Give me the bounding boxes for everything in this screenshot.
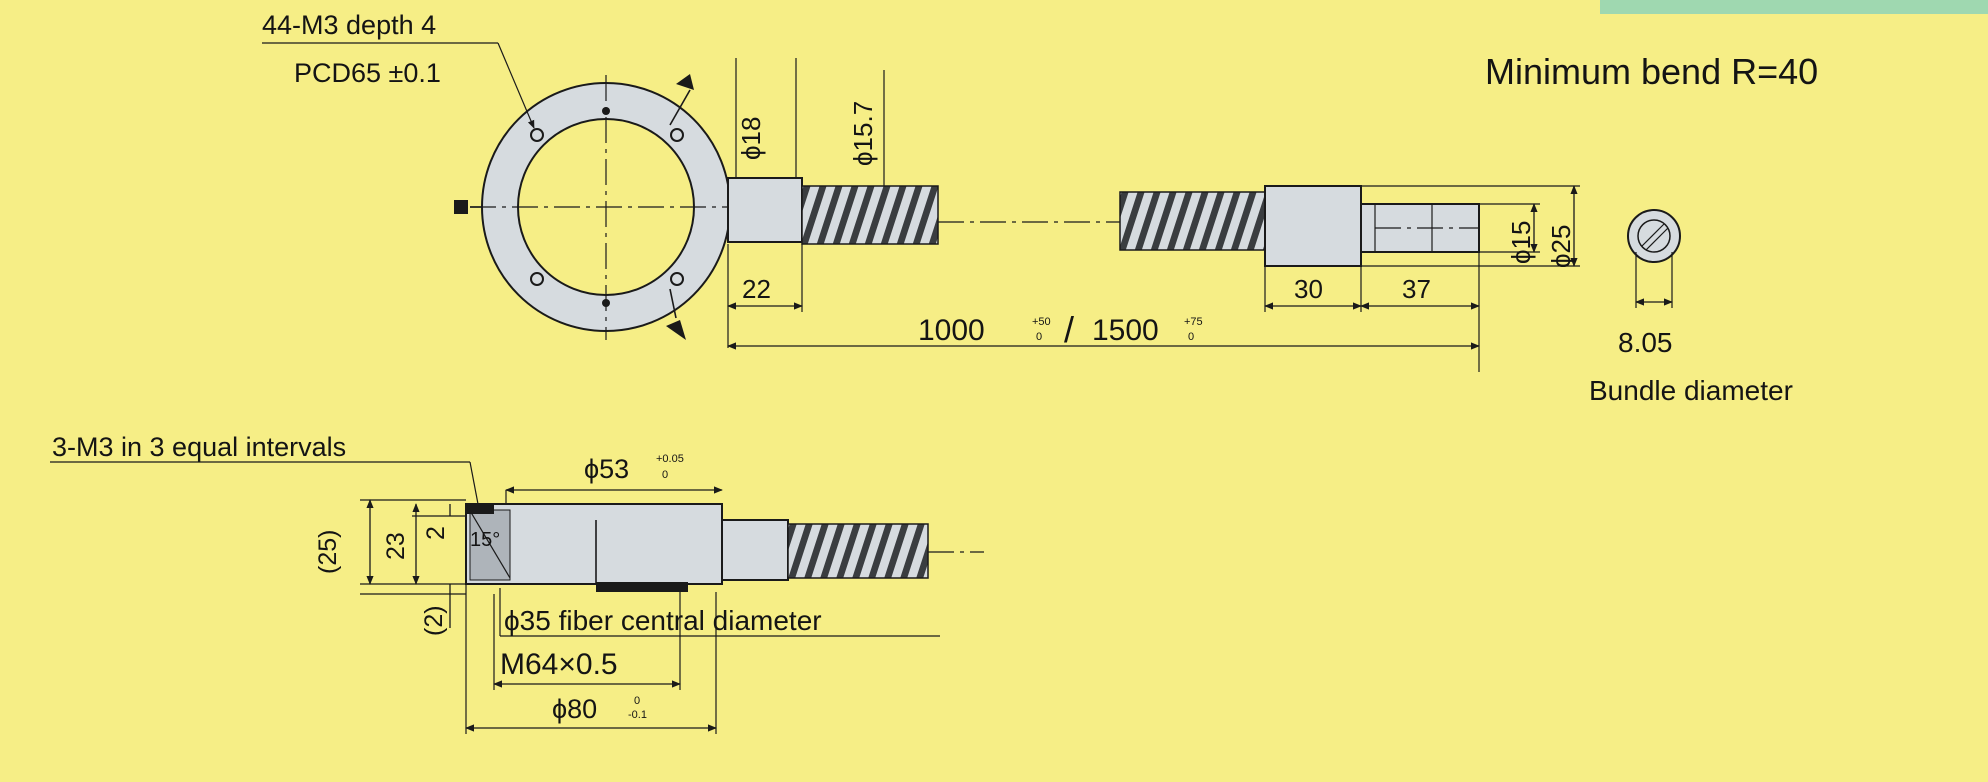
thread-diameter: ϕ15.7 bbox=[848, 101, 878, 166]
edge-strip bbox=[1600, 0, 1988, 14]
side-neck bbox=[721, 519, 789, 581]
bundle-end-view bbox=[1627, 209, 1681, 308]
neck-length: 22 bbox=[742, 274, 771, 304]
tip-diameter: ϕ15 bbox=[1506, 221, 1536, 264]
tip-length: 37 bbox=[1402, 274, 1431, 304]
bottom-gap: (2) bbox=[420, 605, 448, 636]
bore-tol-lower: 0 bbox=[662, 469, 668, 481]
outer-diameter: ϕ80 bbox=[552, 694, 597, 724]
flex-conduit-left bbox=[801, 185, 939, 245]
bore-tol-upper: +0.05 bbox=[656, 453, 684, 465]
tap-note: 3-M3 in 3 equal intervals bbox=[52, 432, 346, 462]
side-labels: 3-M3 in 3 equal intervals ϕ53 +0.05 0 (2… bbox=[52, 432, 822, 724]
neck-diameter: ϕ18 bbox=[736, 117, 766, 160]
length-main: 1000 bbox=[918, 314, 985, 347]
body-height: 23 bbox=[382, 532, 410, 560]
fiber-note: ϕ35 fiber central diameter bbox=[504, 605, 822, 636]
side-dimensions bbox=[50, 461, 940, 734]
set-screws bbox=[454, 74, 694, 340]
outer-tol-lower: -0.1 bbox=[628, 709, 647, 721]
ferrule-length: 30 bbox=[1294, 274, 1323, 304]
bore-diameter: ϕ53 bbox=[584, 454, 629, 484]
top-view bbox=[454, 74, 1480, 340]
length-tol1-upper: +50 bbox=[1032, 316, 1051, 328]
bundle-diameter-label: Bundle diameter bbox=[1589, 375, 1793, 406]
neck bbox=[727, 177, 803, 243]
ferrule bbox=[1264, 185, 1362, 267]
ferrule-diameter: ϕ25 bbox=[1546, 225, 1576, 268]
tap-holes bbox=[530, 107, 684, 307]
pcd-label: PCD65 ±0.1 bbox=[294, 58, 441, 88]
outer-tol-upper: 0 bbox=[634, 695, 640, 707]
length-tol1-lower: 0 bbox=[1036, 331, 1042, 343]
length-tol2-upper: +75 bbox=[1184, 316, 1203, 328]
flex-conduit-right bbox=[1119, 191, 1266, 251]
length-tol2-lower: 0 bbox=[1188, 331, 1194, 343]
bundle-diameter-value: 8.05 bbox=[1618, 327, 1673, 358]
step-height: 2 bbox=[422, 526, 450, 540]
length-separator: / bbox=[1064, 309, 1074, 350]
thread-spec: M64×0.5 bbox=[500, 648, 618, 681]
tap-label: 44-M3 depth 4 bbox=[262, 10, 436, 40]
side-conduit bbox=[787, 523, 929, 579]
top-labels: 44-M3 depth 4 PCD65 ±0.1 ϕ18 ϕ15.7 22 10… bbox=[262, 10, 1818, 406]
angle-label: 15° bbox=[470, 529, 500, 551]
min-bend-note: Minimum bend R=40 bbox=[1485, 51, 1818, 92]
length-alt: 1500 bbox=[1092, 314, 1159, 347]
total-height: (25) bbox=[314, 530, 342, 574]
top-dimensions bbox=[262, 42, 1580, 372]
side-view bbox=[465, 503, 984, 592]
